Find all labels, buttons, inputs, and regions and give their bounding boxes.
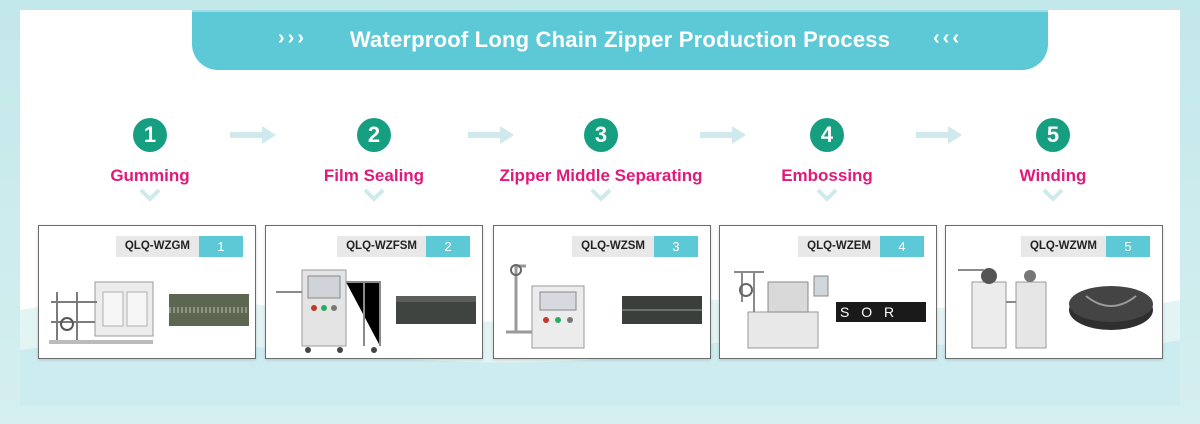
machine-card-3: QLQ-WZSM 3	[493, 225, 711, 359]
step-2: 2 Film Sealing	[254, 118, 494, 207]
step-number-badge: 2	[357, 118, 391, 152]
step-label: Embossing	[781, 166, 873, 185]
chevrons-right-icon: ›››	[278, 27, 307, 49]
arrow-right-icon	[468, 126, 514, 144]
model-tag: QLQ-WZWM 5	[1020, 236, 1150, 257]
arrow-right-icon	[916, 126, 962, 144]
model-index: 1	[199, 236, 243, 257]
model-code: QLQ-WZFSM	[337, 236, 426, 257]
chevrons-left-icon: ‹‹‹	[933, 27, 962, 49]
step-number-badge: 1	[133, 118, 167, 152]
chevron-down-icon	[590, 188, 612, 202]
chevron-down-icon	[1042, 188, 1064, 202]
page-title: Waterproof Long Chain Zipper Production …	[349, 27, 891, 52]
zipper-sample-image	[622, 296, 702, 324]
model-index: 2	[426, 236, 470, 257]
machine-card-1: QLQ-WZGM 1	[38, 225, 256, 359]
step-label: Film Sealing	[323, 166, 425, 185]
step-4: 4 Embossing	[707, 118, 947, 207]
chevron-down-icon	[816, 188, 838, 202]
model-code: QLQ-WZSM	[572, 236, 654, 257]
model-index: 3	[654, 236, 698, 257]
step-3: 3 Zipper Middle Separating	[481, 118, 721, 207]
zipper-sample-image	[169, 294, 249, 326]
film-sealing-machine-image	[276, 269, 381, 353]
machine-card-4: QLQ-WZEM 4 S O R	[719, 225, 937, 359]
zipper-sample-image	[396, 296, 476, 324]
model-code: QLQ-WZGM	[115, 236, 199, 257]
chevron-down-icon	[139, 188, 161, 202]
model-tag: QLQ-WZEM 4	[798, 236, 924, 257]
step-label: Gumming	[110, 166, 190, 185]
winding-machine-image	[958, 268, 1047, 349]
embossing-machine-image	[734, 271, 829, 349]
gumming-machine-image	[49, 281, 154, 344]
model-index: 5	[1106, 236, 1150, 257]
chevron-down-icon	[363, 188, 385, 202]
step-label: Zipper Middle Separating	[499, 166, 703, 185]
embossed-sample-image: S O R	[836, 302, 926, 322]
separating-machine-image	[506, 264, 585, 349]
step-5: 5 Winding	[933, 118, 1173, 207]
model-tag: QLQ-WZSM 3	[572, 236, 698, 257]
model-code: QLQ-WZWM	[1020, 236, 1106, 257]
arrow-right-icon	[230, 126, 276, 144]
wound-zipper-roll-image	[1069, 286, 1153, 330]
machine-card-2: QLQ-WZFSM 2	[265, 225, 483, 359]
step-number-badge: 3	[584, 118, 618, 152]
model-code: QLQ-WZEM	[798, 236, 880, 257]
diagram-canvas: ››› Waterproof Long Chain Zipper Product…	[20, 10, 1180, 406]
step-number-badge: 5	[1036, 118, 1070, 152]
step-1: 1 Gumming	[30, 118, 270, 207]
model-tag: QLQ-WZFSM 2	[337, 236, 470, 257]
title-banner: ››› Waterproof Long Chain Zipper Product…	[192, 10, 1048, 70]
model-tag: QLQ-WZGM 1	[115, 236, 243, 257]
arrow-right-icon	[700, 126, 746, 144]
machine-card-5: QLQ-WZWM 5	[945, 225, 1163, 359]
step-label: Winding	[1019, 166, 1087, 185]
step-number-badge: 4	[810, 118, 844, 152]
model-index: 4	[880, 236, 924, 257]
